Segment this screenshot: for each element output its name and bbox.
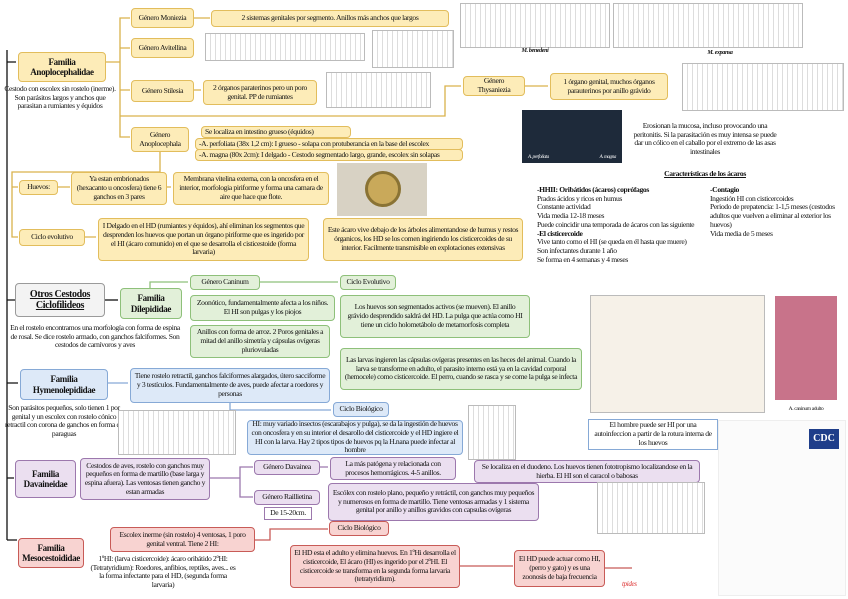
family-mesocestoididae[interactable]: Familia Mesocestoididae — [18, 538, 84, 568]
genus-avitellina[interactable]: Género Avitellina — [131, 38, 194, 58]
davainea-text: La más patógena y relacionada con proces… — [330, 457, 456, 480]
expansa-label: M. expansa — [707, 50, 733, 56]
acaros-hhii: -HHII: Oribátidos (ácaros) coprófagos — [537, 185, 649, 194]
mesocestoididae-description: 1ºHI: (larva cisticercoide): ácaro oribá… — [90, 554, 236, 590]
tpides-label: tpides — [622, 580, 637, 588]
caninum-anillos: Anillos con forma de arroz. 2 Poros geni… — [190, 325, 330, 358]
meso-hd-text: El HD esta el adulto y elimina huevos. E… — [290, 545, 460, 588]
family-dilepididae[interactable]: Familia Dilepididae — [120, 288, 182, 319]
acaros-line: Prados ácidos y ricos en humus — [537, 193, 623, 203]
hymeno-hi-text: HI: muy variado insectos (escarabajos y … — [247, 419, 463, 455]
family-hymenolepididae[interactable]: Familia Hymenolepididae — [20, 369, 108, 400]
hymenolepis-drawing — [118, 410, 236, 455]
mesocestoididae-escolex: Escolex inerme (sin rostelo) 4 ventosas,… — [110, 527, 255, 552]
cdc-logo: CDC — [809, 429, 839, 449]
hymenolepididae-text: Tiene rostelo retractil, ganchos falcifo… — [130, 368, 330, 403]
caninum-larvas: Las larvas ingieren las cápsulas ovígera… — [340, 348, 582, 390]
acaros-contagio: -Contagio — [710, 185, 739, 194]
anoplocephala-photo: A. perfoliata A. magna — [522, 110, 622, 163]
genus-raillietina[interactable]: Género Raillietina — [254, 490, 320, 505]
acaros-cisticercoide: -El cisticercoide — [537, 228, 583, 238]
raillietina-drawing — [597, 482, 705, 534]
benedeni-label: M. benedeni — [521, 48, 549, 54]
acaro-text: Este ácaro vive debajo de los árboles al… — [323, 218, 523, 261]
avitellina-drawing-2 — [372, 30, 454, 68]
dilepididae-description: En el rostelo encontramos una morfología… — [10, 323, 180, 350]
scolex-drawing — [468, 405, 516, 460]
caninum-huevos: Los huevos son segmentados activos (se m… — [340, 295, 530, 338]
genus-davainea[interactable]: Género Davainea — [254, 460, 320, 475]
genus-moniezia[interactable]: Género Moniezia — [131, 8, 194, 28]
thysaniezia-drawing — [682, 63, 844, 111]
cdc-life-cycle-image: CDC — [718, 420, 846, 596]
acaros-line: Vive tanto como el HI (se queda en él ha… — [537, 237, 687, 247]
photo-label-magna: A. magna — [599, 155, 617, 161]
acaros-line: Son infectantes durante 1 año — [537, 246, 617, 256]
huevos-label[interactable]: Huevos: — [19, 180, 58, 195]
davaineidae-description: Cestodos de aves, rostelo con ganchos mu… — [80, 458, 210, 500]
hymenolepididae-description: Son parásitos pequeños, solo tienen 1 po… — [5, 403, 123, 439]
thysaniezia-text: 1 órgano genital, muchos órganos paraute… — [550, 73, 668, 100]
huevos-membrana: Membrana vitelina externa, con la oncosf… — [173, 172, 329, 205]
ciclo-evolutivo-text: I Delgado en el HD (rumiantes y équidos)… — [98, 218, 309, 261]
anoplocephala-location: Se localiza en intestino grueso (équidos… — [201, 126, 351, 138]
hombre-hi-note: El hombre puede ser HI por una autoinfec… — [588, 419, 718, 450]
moniezia-benedeni-drawing — [460, 3, 610, 48]
genus-anoplocephala[interactable]: Género Anoplocephala — [131, 127, 189, 152]
acaros-line: Constante actividad — [537, 202, 591, 212]
erosion-text: Erosionan la mucosa, incluso provocando … — [633, 121, 777, 157]
dog-flea-cycle-image — [590, 295, 765, 413]
raillietina-text: Escólex con rostelo plano, pequeño y ret… — [328, 483, 539, 521]
anoplocephalidae-description: Cestodo con escolex sin rostelo (inerme)… — [4, 84, 116, 111]
family-davaineidae[interactable]: Familia Davaineidae — [15, 460, 76, 498]
stilesia-text: 2 órganos paraterinos pero un poro genit… — [203, 80, 317, 105]
family-anoplocephalidae[interactable]: Familia Anoplocephalidae — [18, 52, 106, 82]
huevos-embrionados: Ya estan embrionados (hexacanto u oncosf… — [71, 172, 167, 205]
photo-label-perfoliata: A. perfoliata — [528, 155, 549, 161]
acaros-line: Periodo de prepatencia: 1-1,5 meses (ces… — [710, 202, 835, 229]
raillietina-size: De 15-20cm. — [264, 507, 312, 520]
acaros-title: Características de los ácaros — [664, 169, 746, 178]
ciclo-biologico-meso[interactable]: Ciclo Biológico — [329, 521, 389, 536]
ciclo-evolutivo-caninum[interactable]: Ciclo Evolutivo — [340, 275, 396, 290]
acaros-line: Se forma en 4 semanas y 4 meses — [537, 254, 629, 264]
adult-photo-label: A. caninum adulto — [788, 406, 824, 412]
genus-caninum[interactable]: Género Caninum — [190, 275, 260, 290]
acaros-right-column: -Contagio Ingestión HI con cisticercoide… — [710, 185, 845, 238]
genus-thysaniezia[interactable]: Género Thysaniezia — [463, 76, 525, 96]
acaros-line: Puede coincidir una temporada de ácaros … — [537, 219, 695, 229]
ciclo-evolutivo-label[interactable]: Ciclo evolutivo — [19, 229, 85, 246]
avitellina-drawing — [205, 33, 365, 61]
egg-photo — [337, 163, 427, 216]
magna-text: -A. magna (80x 2cm): I delgado - Cestodo… — [195, 149, 463, 161]
moniezia-expansa-drawing — [613, 3, 803, 48]
moniezia-text: 2 sistemas genitales por segmento. Anill… — [211, 10, 449, 27]
acaros-line: Vida media de 5 meses — [710, 228, 773, 238]
otros-cestodos-title[interactable]: Otros Cestodos Ciclofilideos — [15, 283, 105, 317]
adult-tapeworm-photo — [775, 296, 837, 400]
meso-zoonosis: El HD puede actuar como HI, (perro y gat… — [514, 550, 605, 587]
ciclo-biologico-hymeno[interactable]: Ciclo Biológico — [333, 402, 389, 417]
acaros-line: Ingestión HI con cisticercoides — [710, 193, 794, 203]
stilesia-drawing — [326, 72, 431, 108]
davainea-location: Se localiza en el duodeno. Los huevos ti… — [474, 460, 700, 483]
genus-stilesia[interactable]: Género Stilesia — [131, 80, 194, 102]
caninum-zoonotico: Zoonótico, fundamentalmente afecta a los… — [190, 295, 335, 321]
acaros-left-column: -HHII: Oribátidos (ácaros) coprófagos Pr… — [537, 185, 707, 264]
acaros-line: Vida media 12-18 meses — [537, 211, 605, 221]
